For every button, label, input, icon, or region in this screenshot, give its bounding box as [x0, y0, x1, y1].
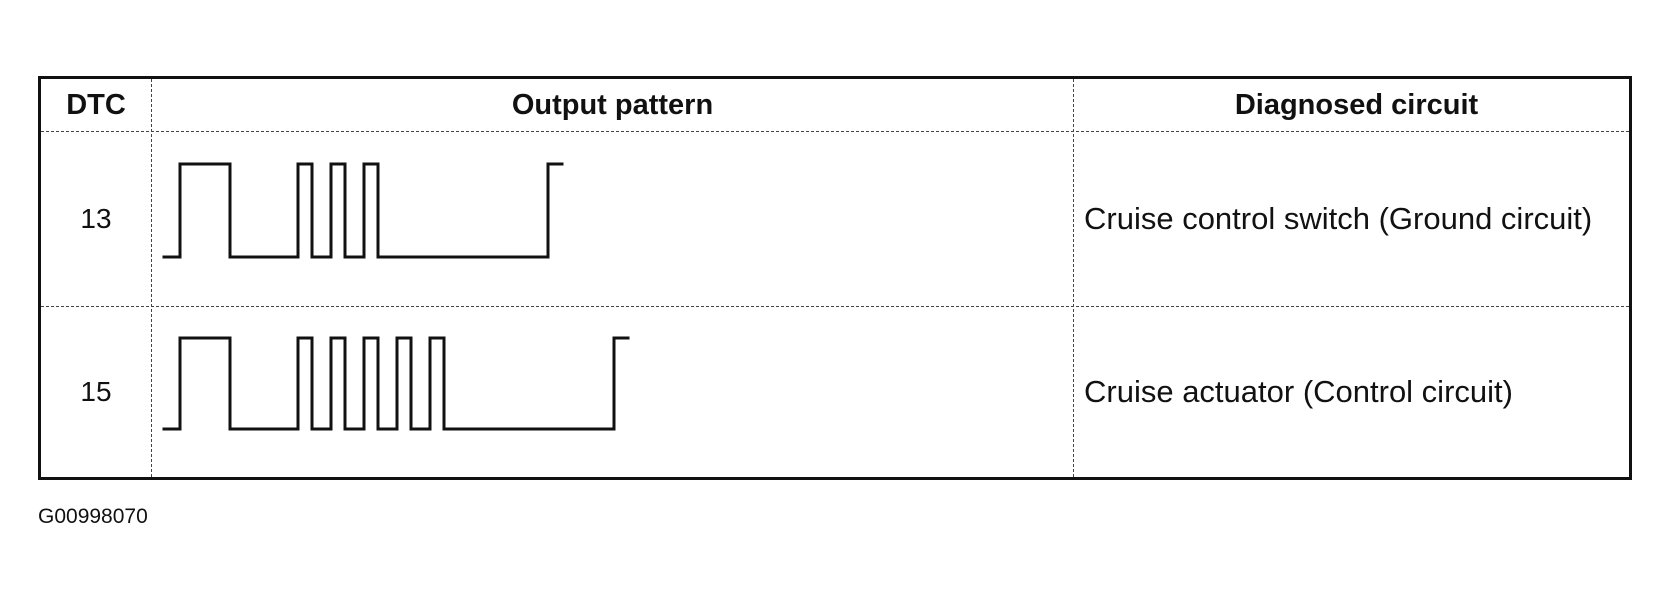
waveform-trace: [162, 162, 564, 259]
table-row: 13 Cruise control switch (Ground circuit…: [41, 131, 1629, 307]
output-pattern-waveform-15: [162, 336, 630, 431]
header-diagnosed-circuit: Diagnosed circuit: [1234, 88, 1479, 121]
column-divider: [1073, 79, 1074, 477]
output-pattern-cell: [152, 131, 1073, 306]
diagnosed-circuit: Cruise actuator (Control circuit): [1084, 373, 1513, 409]
column-divider: [151, 79, 152, 477]
header-dtc: DTC: [66, 88, 126, 121]
diagnosed-circuit: Cruise control switch (Ground circuit): [1084, 200, 1593, 236]
waveform-trace: [162, 336, 630, 431]
header-output-pattern: Output pattern: [511, 88, 714, 121]
dtc-table: DTC Output pattern Diagnosed circuit 13 …: [38, 76, 1632, 480]
output-pattern-waveform-13: [162, 162, 564, 259]
figure-id: G00998070: [38, 505, 148, 528]
dtc-code: 13: [80, 202, 112, 234]
table-row: 15 Cruise actuator (Control circuit): [41, 306, 1629, 477]
dtc-code: 15: [80, 375, 112, 407]
table-header-row: DTC Output pattern Diagnosed circuit: [41, 79, 1629, 132]
output-pattern-cell: [152, 306, 1073, 477]
